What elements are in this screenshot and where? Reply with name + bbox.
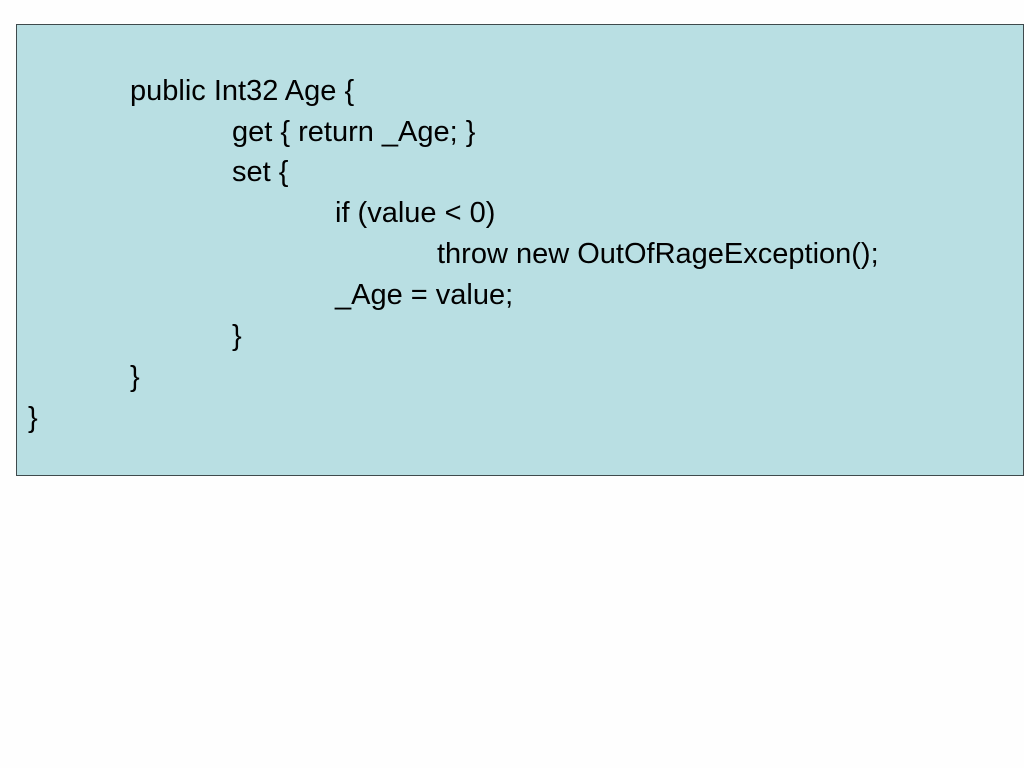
code-line-throw-statement: throw new OutOfRageException(); [437, 238, 879, 270]
code-line-assignment: _Age = value; [335, 279, 514, 311]
code-line-setter-start: set { [232, 156, 289, 188]
code-line-if-condition: if (value < 0) [335, 197, 496, 229]
code-line-getter: get { return _Age; } [232, 116, 476, 148]
code-line-property-declaration: public Int32 Age { [130, 75, 355, 107]
code-line-class-end: } [28, 402, 38, 434]
code-block: public Int32 Age { get { return _Age; } … [16, 24, 1024, 476]
code-line-setter-end: } [232, 320, 242, 352]
code-line-property-end: } [130, 361, 140, 393]
